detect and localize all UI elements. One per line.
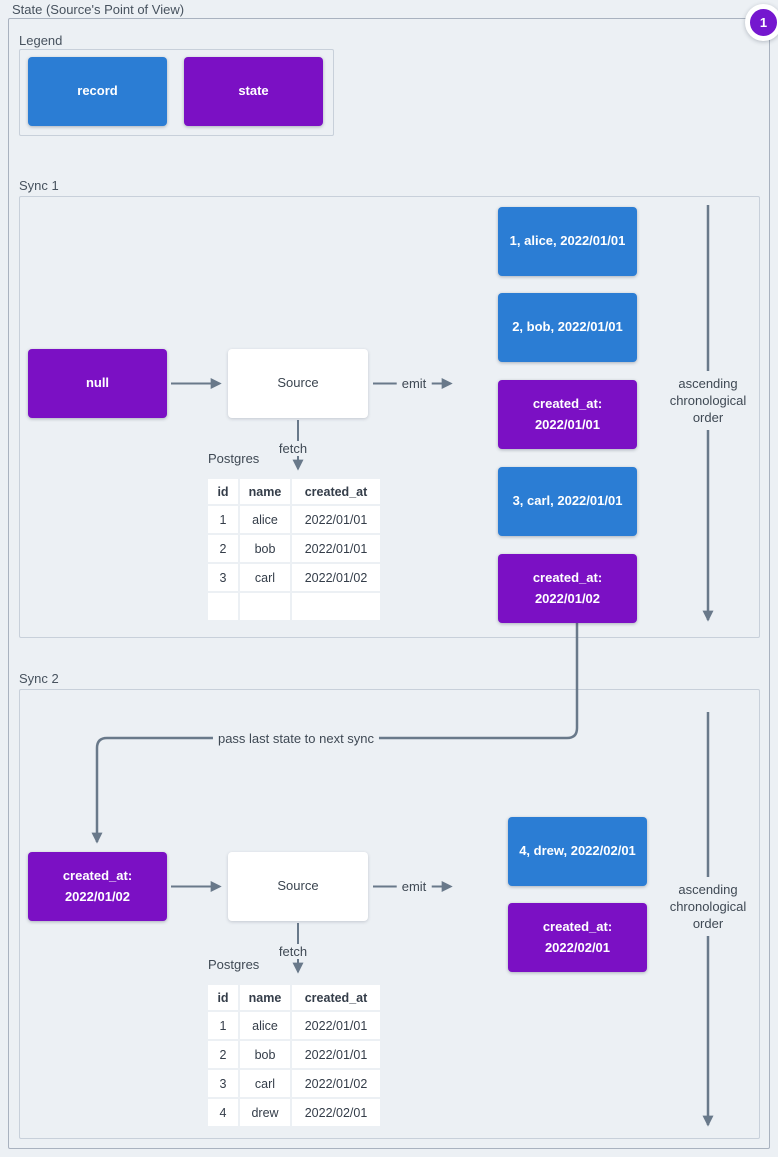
table-cell: 3 [208,1070,238,1097]
table-row-empty [208,593,380,620]
table-cell: alice [240,506,290,533]
table-cell: carl [240,564,290,591]
sync1-fetch-label: fetch [273,441,313,456]
record-node: 4, drew, 2022/02/01 [508,817,647,886]
legend-label: Legend [19,33,63,48]
table-cell [240,593,290,620]
table-cell: 4 [208,1099,238,1126]
sync1-order-note: ascending chronological order [662,371,754,430]
state-node: created_at: 2022/02/01 [508,903,647,972]
sync1-input-state-node: null [28,349,167,418]
table-cell: 2022/02/01 [292,1099,380,1126]
legend-frame [19,49,334,136]
table-row: 2 bob 2022/01/01 [208,1041,380,1068]
table-cell: 1 [208,1012,238,1039]
sync1-db-label: Postgres [203,451,265,466]
table-header-cell: created_at [292,479,380,504]
table-row: 4 drew 2022/02/01 [208,1099,380,1126]
table-cell: bob [240,535,290,562]
table-row: 2 bob 2022/01/01 [208,535,380,562]
table-row: 3 carl 2022/01/02 [208,564,380,591]
table-row: 1 alice 2022/01/01 [208,1012,380,1039]
record-node: 3, carl, 2022/01/01 [498,467,637,536]
sync1-label: Sync 1 [19,178,59,193]
record-node: 2, bob, 2022/01/01 [498,293,637,362]
table-cell: 3 [208,564,238,591]
table-header-cell: id [208,479,238,504]
table-cell: 2022/01/01 [292,535,380,562]
table-cell: 2 [208,535,238,562]
record-node: 1, alice, 2022/01/01 [498,207,637,276]
sync2-order-note: ascending chronological order [662,877,754,936]
page-title: State (Source's Point of View) [12,2,185,17]
state-node: created_at: 2022/01/02 [498,554,637,623]
sync1-source-node: Source [228,349,368,418]
sync2-emit-label: emit [396,879,432,894]
table-header-cell: name [240,479,290,504]
table-row: 1 alice 2022/01/01 [208,506,380,533]
table-cell: 2022/01/01 [292,1012,380,1039]
table-cell: 2022/01/02 [292,1070,380,1097]
table-cell: bob [240,1041,290,1068]
sync2-label: Sync 2 [19,671,59,686]
table-header-row: id name created_at [208,479,380,504]
table-cell: 2022/01/01 [292,506,380,533]
table-cell: drew [240,1099,290,1126]
sync2-db-label: Postgres [203,957,265,972]
sync2-input-state-node: created_at: 2022/01/02 [28,852,167,921]
table-cell: 2022/01/01 [292,1041,380,1068]
notification-badge: 1 [745,4,778,41]
table-cell: 2022/01/02 [292,564,380,591]
table-cell: 2 [208,1041,238,1068]
outer-frame [8,18,770,1149]
table-row: 3 carl 2022/01/02 [208,1070,380,1097]
sync2-source-node: Source [228,852,368,921]
table-header-cell: name [240,985,290,1010]
sync2-postgres-table: id name created_at 1 alice 2022/01/01 2 … [206,983,382,1128]
table-cell: carl [240,1070,290,1097]
table-cell [292,593,380,620]
sync1-postgres-table: id name created_at 1 alice 2022/01/01 2 … [206,477,382,622]
sync1-emit-label: emit [396,376,432,391]
legend-record-swatch: record [28,57,167,126]
table-cell [208,593,238,620]
table-header-row: id name created_at [208,985,380,1010]
pass-last-state-label: pass last state to next sync [212,731,380,746]
state-node: created_at: 2022/01/01 [498,380,637,449]
table-header-cell: id [208,985,238,1010]
table-cell: alice [240,1012,290,1039]
table-cell: 1 [208,506,238,533]
legend-state-swatch: state [184,57,323,126]
sync2-fetch-label: fetch [273,944,313,959]
table-header-cell: created_at [292,985,380,1010]
